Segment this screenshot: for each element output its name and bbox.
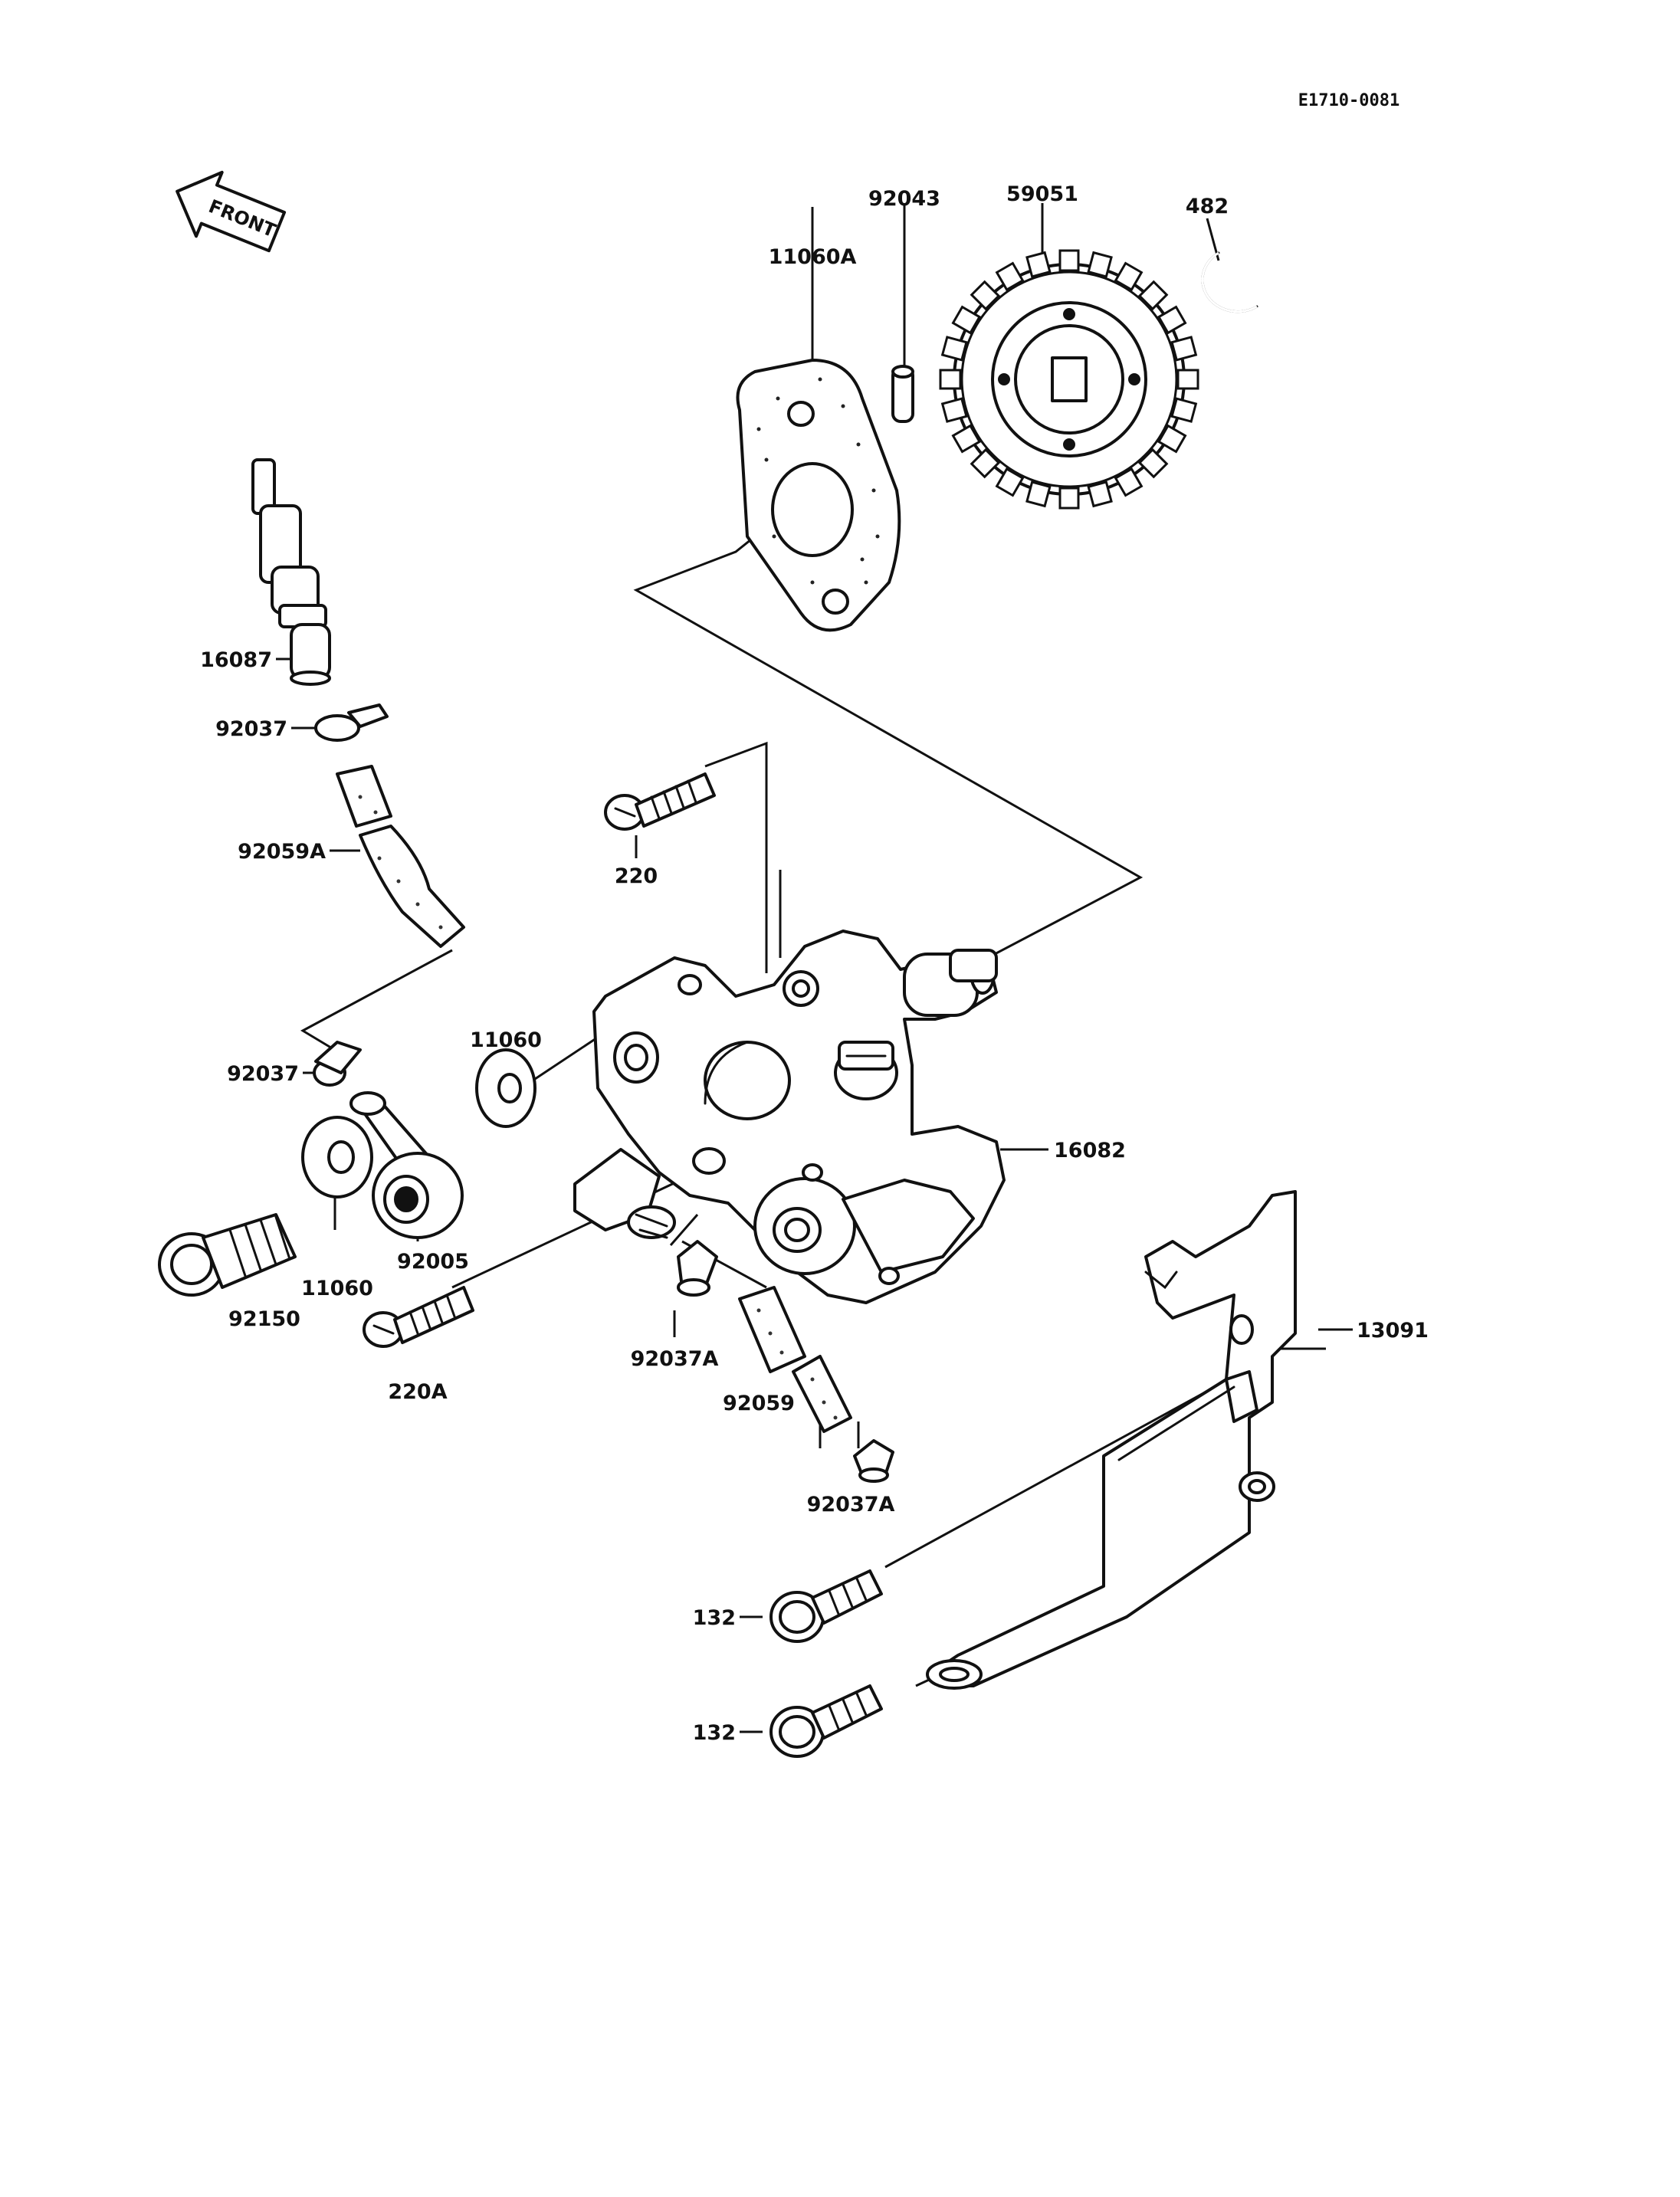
label-92059: 92059	[723, 1392, 795, 1415]
oil-hose-92059	[738, 1286, 852, 1433]
bracket-13091	[926, 1190, 1297, 1690]
label-92037a-mid: 92037A	[631, 1347, 719, 1371]
label-92150: 92150	[228, 1307, 300, 1331]
gear-59051	[939, 249, 1199, 510]
label-132-upper: 132	[693, 1606, 736, 1630]
oil-hose-92059a	[336, 765, 465, 948]
banjo-fitting-92005	[349, 1091, 464, 1239]
washer-11060-mid	[475, 1048, 536, 1128]
diagram-code: E1710-0081	[1298, 91, 1399, 110]
flange-bolt-132-upper	[769, 1569, 883, 1643]
part-labels: 11060A 92043 59051 482 16087 92037 92059…	[200, 182, 1429, 1745]
label-92037a-low: 92037A	[807, 1493, 895, 1517]
label-92037-top: 92037	[215, 717, 287, 741]
label-92059a: 92059A	[238, 840, 326, 864]
hose-clamp-92037a-low	[853, 1439, 894, 1483]
label-59051: 59051	[1006, 182, 1078, 206]
gasket-11060a	[736, 359, 901, 632]
label-16087: 16087	[200, 648, 272, 672]
screw-220	[604, 772, 716, 831]
label-11060-low: 11060	[301, 1277, 373, 1300]
label-132-lower: 132	[693, 1721, 736, 1745]
label-92043: 92043	[868, 187, 940, 211]
oil-fitting-16087	[251, 458, 331, 686]
circlip-482	[1201, 251, 1258, 313]
label-220: 220	[615, 864, 658, 888]
front-arrow-icon: FRONT	[176, 170, 287, 253]
label-11060-mid: 11060	[470, 1028, 542, 1052]
oil-pump-16082	[573, 930, 1006, 1304]
screw-220a	[363, 1286, 474, 1348]
label-482: 482	[1186, 195, 1229, 218]
label-92037-mid: 92037	[227, 1062, 299, 1086]
banjo-bolt-92150	[158, 1213, 297, 1297]
label-92005: 92005	[397, 1250, 469, 1274]
hose-clamp-92037-mid	[313, 1041, 362, 1087]
washer-11060-low	[301, 1116, 373, 1199]
label-11060a: 11060A	[769, 245, 857, 269]
hose-clamp-92037a-mid	[677, 1240, 718, 1297]
label-220a: 220A	[388, 1380, 447, 1404]
label-16082: 16082	[1054, 1139, 1126, 1162]
label-13091: 13091	[1357, 1319, 1429, 1343]
dowel-pin-92043	[891, 365, 914, 423]
flange-bolt-132-lower	[769, 1684, 883, 1758]
hose-clamp-92037-top	[314, 703, 389, 742]
